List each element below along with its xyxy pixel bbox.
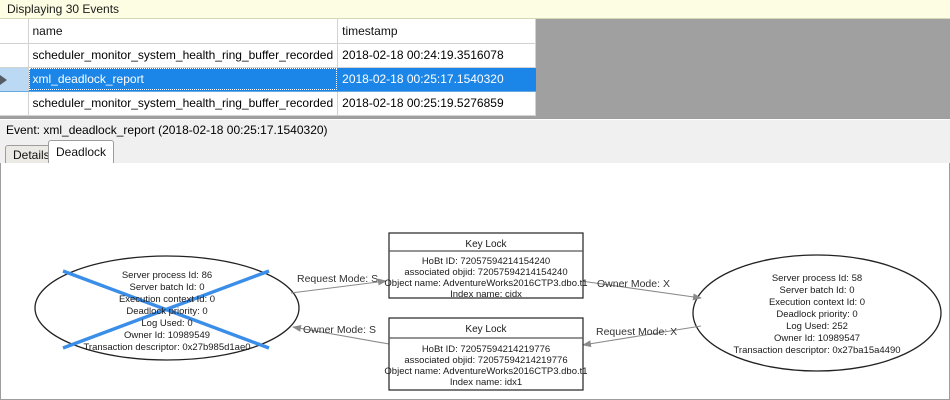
right-process-line-4: Log Used: 252 xyxy=(786,321,848,332)
left-process-line-1: Server batch Id: 0 xyxy=(130,282,205,293)
table-row[interactable]: xml_deadlock_report 2018-02-18 00:25:17.… xyxy=(0,67,537,92)
left-process-line-3: Deadlock priority: 0 xyxy=(126,306,207,317)
row-name-cell[interactable]: scheduler_monitor_system_health_ring_buf… xyxy=(28,43,339,68)
events-grid-container[interactable]: name timestamp scheduler_monitor_system_… xyxy=(0,19,950,119)
bottom-key-lock-node[interactable]: Key Lock HoBt ID: 72057594214219776 asso… xyxy=(384,317,588,391)
bottom-key-lock-title: Key Lock xyxy=(465,324,507,335)
grid-header-row: name timestamp xyxy=(0,19,537,44)
deadlock-graph-svg: Server process Id: 86 Server batch Id: 0… xyxy=(34,232,942,391)
table-row[interactable]: scheduler_monitor_system_health_ring_buf… xyxy=(0,91,537,116)
edge-bottom-owner-left: Owner Mode: S xyxy=(292,324,390,345)
edge-left-request-top-label: Request Mode: S xyxy=(297,273,378,285)
row-selector-arrow-icon xyxy=(0,74,7,85)
row-timestamp-cell[interactable]: 2018-02-18 00:25:19.5276859 xyxy=(337,91,537,116)
right-process-line-5: Owner Id: 10989547 xyxy=(774,333,860,344)
victim-cross-icon xyxy=(62,269,270,350)
left-process-line-2: Execution context Id: 0 xyxy=(119,294,215,305)
left-process-line-4: Log Used: 0 xyxy=(141,318,192,329)
edge-line xyxy=(292,324,390,345)
top-key-lock-line-1: associated objid: 72057594214154240 xyxy=(404,267,567,278)
bottom-key-lock-line-3: Index name: idx1 xyxy=(450,377,522,388)
row-selector-cell[interactable] xyxy=(0,91,29,116)
right-process-line-3: Deadlock priority: 0 xyxy=(776,309,857,320)
tab-details-label: Details xyxy=(13,147,50,162)
row-timestamp-cell[interactable]: 2018-02-18 00:24:19.3516078 xyxy=(337,43,537,68)
top-key-lock-node[interactable]: Key Lock HoBt ID: 72057594214154240 asso… xyxy=(384,232,588,300)
edge-top-owner-right-label: Owner Mode: X xyxy=(597,278,670,290)
table-row[interactable]: scheduler_monitor_system_health_ring_buf… xyxy=(0,43,537,68)
grid-header-selector[interactable] xyxy=(0,19,29,44)
edge-line xyxy=(290,278,387,294)
row-name-cell[interactable]: scheduler_monitor_system_health_ring_buf… xyxy=(28,91,339,116)
event-header: Event: xml_deadlock_report (2018-02-18 0… xyxy=(0,120,950,140)
bottom-key-lock-line-2: Object name: AdventureWorks2016CTP3.dbo.… xyxy=(384,366,587,377)
edge-left-request-top: Request Mode: S xyxy=(290,273,387,294)
grid-header-name[interactable]: name xyxy=(28,19,339,44)
edge-top-owner-right: Owner Mode: X xyxy=(580,278,702,301)
tab-strip: Details Deadlock xyxy=(0,140,950,163)
tab-deadlock[interactable]: Deadlock xyxy=(48,140,115,163)
bottom-key-lock-line-1: associated objid: 72057594214219776 xyxy=(404,355,567,366)
right-process-line-0: Server process Id: 58 xyxy=(772,273,862,284)
edge-line xyxy=(582,325,702,348)
edge-right-request-bottom-label: Request Mode: X xyxy=(596,326,677,338)
right-process-line-6: Transaction descriptor: 0x27ba15a4490 xyxy=(733,345,900,356)
right-process-node[interactable]: Server process Id: 58 Server batch Id: 0… xyxy=(692,254,942,372)
events-grid[interactable]: name timestamp scheduler_monitor_system_… xyxy=(0,19,537,116)
right-process-ellipse[interactable] xyxy=(692,254,942,372)
left-process-node[interactable]: Server process Id: 86 Server batch Id: 0… xyxy=(34,255,300,361)
deadlock-graph-panel[interactable]: Server process Id: 86 Server batch Id: 0… xyxy=(0,163,950,400)
banner-text: Displaying 30 Events xyxy=(7,2,120,16)
left-process-line-5: Owner Id: 10989549 xyxy=(124,330,210,341)
edge-right-request-bottom: Request Mode: X xyxy=(582,325,702,348)
left-process-line-0: Server process Id: 86 xyxy=(122,270,212,281)
tab-deadlock-label: Deadlock xyxy=(56,145,107,159)
right-process-line-1: Server batch Id: 0 xyxy=(780,285,855,296)
row-name-cell[interactable]: xml_deadlock_report xyxy=(28,67,339,92)
displaying-events-banner: Displaying 30 Events xyxy=(0,0,950,19)
edge-bottom-owner-left-label: Owner Mode: S xyxy=(303,324,376,336)
bottom-key-lock-box[interactable] xyxy=(388,317,584,391)
top-key-lock-box[interactable] xyxy=(388,232,584,299)
row-selector-cell[interactable] xyxy=(0,67,29,92)
right-process-line-2: Execution context Id: 0 xyxy=(769,297,865,308)
left-process-line-6: Transaction descriptor: 0x27b985d1ae0 xyxy=(83,342,250,353)
row-selector-cell[interactable] xyxy=(0,43,29,68)
top-key-lock-title: Key Lock xyxy=(465,239,507,250)
edge-line xyxy=(580,280,702,301)
top-key-lock-line-2: Object name: AdventureWorks2016CTP3.dbo.… xyxy=(384,278,587,289)
row-timestamp-cell[interactable]: 2018-02-18 00:25:17.1540320 xyxy=(337,67,537,92)
top-key-lock-line-3: Index name: cidx xyxy=(450,289,522,300)
grid-header-timestamp[interactable]: timestamp xyxy=(337,19,537,44)
top-key-lock-line-0: HoBt ID: 72057594214154240 xyxy=(422,256,550,267)
event-header-text: Event: xml_deadlock_report (2018-02-18 0… xyxy=(6,123,328,137)
bottom-key-lock-line-0: HoBt ID: 72057594214219776 xyxy=(422,344,550,355)
